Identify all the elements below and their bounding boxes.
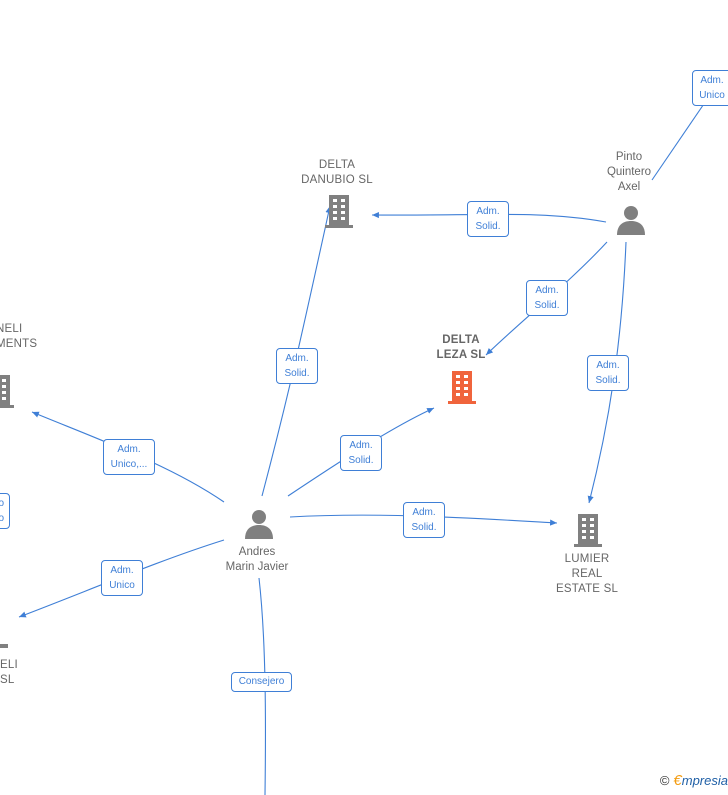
node-label-delta-leza[interactable]: DELTA LEZA SL xyxy=(425,333,497,363)
building-icon[interactable] xyxy=(572,512,604,548)
edge-label-line: Adm. xyxy=(476,206,500,217)
edge-label-andres-lumier[interactable]: Adm. Solid. xyxy=(403,502,445,538)
node-label-delta-danubio[interactable]: DELTA DANUBIO SL xyxy=(296,158,378,188)
building-icon-highlight[interactable] xyxy=(446,369,478,405)
edge-label-line: Solid. xyxy=(595,375,621,386)
label-line: Quintero xyxy=(606,166,652,178)
edge-label-pinto-danubio[interactable]: Adm. Solid. xyxy=(467,201,509,237)
edge-label-line: Unico,... xyxy=(110,459,148,470)
building-icon[interactable] xyxy=(0,614,14,650)
node-label-left-company-bottom[interactable]: ELI SL xyxy=(0,658,18,688)
edge-label-pinto-top[interactable]: Adm. Unico xyxy=(692,70,728,106)
edge-label-line: Adm. xyxy=(110,565,134,576)
label-line: DELTA xyxy=(442,334,480,346)
edge-pinto-top xyxy=(651,94,711,181)
node-label-lumier[interactable]: LUMIER REAL ESTATE SL xyxy=(548,552,626,597)
edge-label-line: Consejero xyxy=(238,676,285,687)
edge-label-line: Adm. xyxy=(285,353,309,364)
edge-label-andres-left-top[interactable]: Adm. Unico,... xyxy=(103,439,155,475)
brand-e: € xyxy=(673,772,682,789)
edge-label-line: Adm. xyxy=(700,75,724,86)
label-line: LEZA SL xyxy=(436,349,486,361)
edge-label-line: o xyxy=(0,513,4,524)
label-line: LUMIER xyxy=(564,553,610,565)
edge-label-line: Adm. xyxy=(596,360,620,371)
brand-watermark: ©€mpresia xyxy=(660,772,728,789)
edge-label-andres-left-bottom[interactable]: Adm. Unico xyxy=(101,560,143,596)
brand-name: mpresia xyxy=(681,773,728,788)
edge-label-line: Solid. xyxy=(284,368,310,379)
label-line: MENTS xyxy=(0,338,38,350)
edge-label-andres-leza[interactable]: Adm. Solid. xyxy=(340,435,382,471)
person-icon[interactable] xyxy=(244,508,274,540)
edge-label-line: Adm. xyxy=(412,507,436,518)
edge-label-line: Adm. xyxy=(535,285,559,296)
person-icon[interactable] xyxy=(616,204,646,236)
edge-label-pinto-leza[interactable]: Adm. Solid. xyxy=(526,280,568,316)
node-label-andres[interactable]: Andres Marin Javier xyxy=(214,545,300,575)
edge-label-line: o xyxy=(0,498,4,509)
label-line: SL xyxy=(0,674,15,686)
label-line: ELI xyxy=(0,659,18,671)
edge-label-left-partial[interactable]: o o xyxy=(0,493,10,529)
label-line: - xyxy=(0,352,37,367)
edge-label-andres-down[interactable]: Consejero xyxy=(231,672,292,692)
label-line: NELI xyxy=(0,323,23,335)
edge-label-line: Adm. xyxy=(349,440,373,451)
edge-label-line: Adm. xyxy=(117,444,141,455)
edge-label-pinto-lumier[interactable]: Adm. Solid. xyxy=(587,355,629,391)
edge-label-line: Solid. xyxy=(348,455,374,466)
edge-label-line: Solid. xyxy=(534,300,560,311)
edge-label-line: Solid. xyxy=(411,522,437,533)
building-icon[interactable] xyxy=(0,373,16,409)
node-label-pinto[interactable]: Pinto Quintero Axel xyxy=(596,150,662,195)
label-line: DANUBIO SL xyxy=(301,174,373,186)
label-line: Axel xyxy=(617,181,641,193)
label-line: Andres xyxy=(238,546,276,558)
label-line: ESTATE SL xyxy=(555,583,619,595)
edge-label-line: Unico xyxy=(699,90,725,101)
edge-label-andres-danubio[interactable]: Adm. Solid. xyxy=(276,348,318,384)
label-line: DELTA xyxy=(318,159,356,171)
building-icon[interactable] xyxy=(323,193,355,229)
label-line: Pinto xyxy=(615,151,643,163)
label-line: REAL xyxy=(571,568,603,580)
edge-label-line: Unico xyxy=(109,580,135,591)
node-label-left-company-top[interactable]: NELI MENTS - xyxy=(0,322,37,367)
edge-label-line: Solid. xyxy=(475,221,501,232)
label-line: Marin Javier xyxy=(225,561,289,573)
copyright-icon: © xyxy=(659,773,670,788)
